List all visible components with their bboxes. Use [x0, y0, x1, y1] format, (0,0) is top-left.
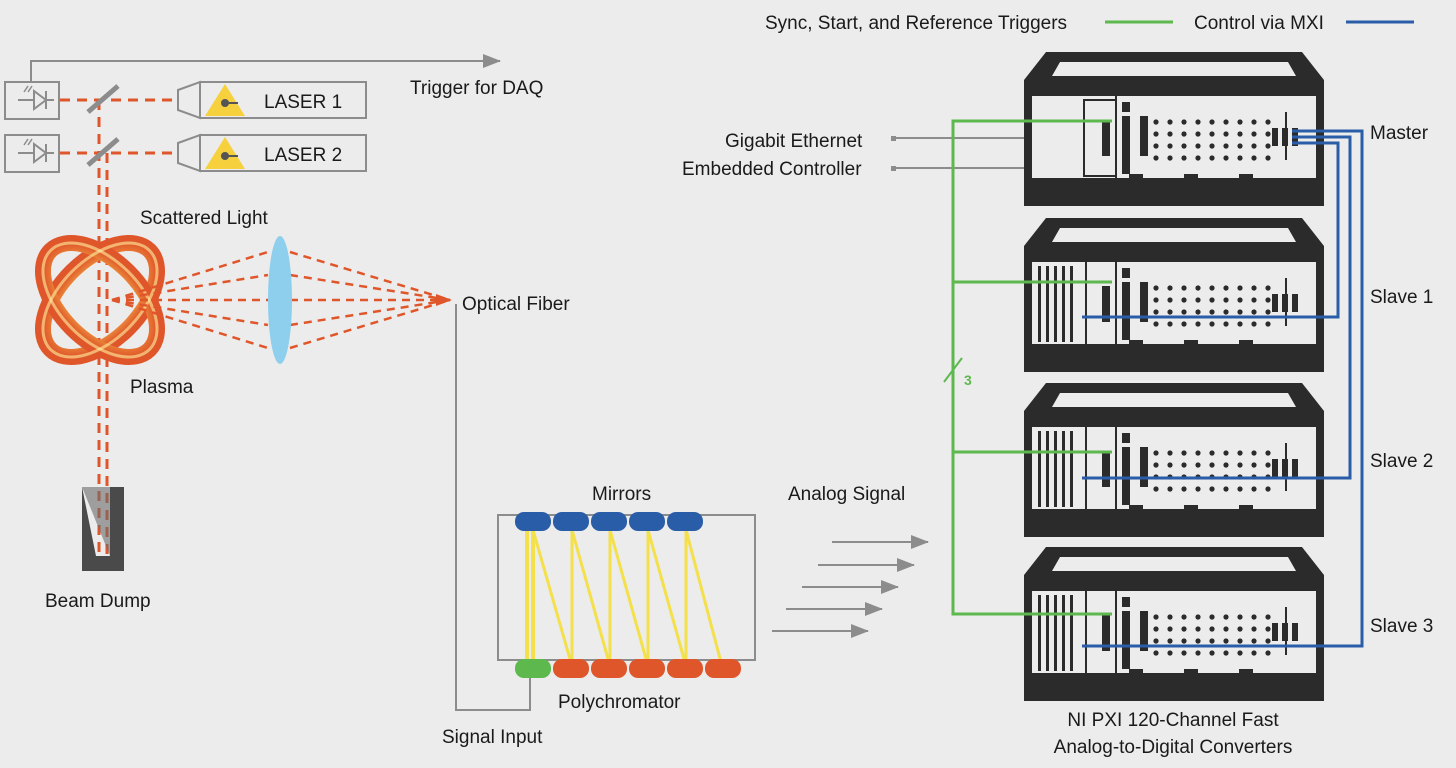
lens: [268, 236, 292, 364]
bus-count-label: 3: [964, 372, 972, 388]
chassis-label-slave-2: Slave 2: [1370, 451, 1433, 472]
trigger-daq-arrow: [30, 54, 501, 84]
optical-fiber-cable: [455, 304, 531, 711]
chassis-slave-1: [1024, 218, 1324, 372]
mirror: [629, 512, 665, 531]
beam-dump-label: Beam Dump: [45, 591, 151, 612]
polychromator-label: Polychromator: [558, 692, 681, 713]
trigger-daq-label: Trigger for DAQ: [410, 78, 543, 99]
caption-line-2: Analog-to-Digital Converters: [1054, 737, 1293, 758]
light-paths: [525, 529, 724, 667]
trigger-bus: [943, 119, 1112, 616]
analog-signal-label: Analog Signal: [788, 484, 905, 505]
chassis-label-master: Master: [1370, 123, 1429, 144]
chassis-label-slave-1: Slave 1: [1370, 287, 1433, 308]
chassis-slave-2: [1024, 383, 1324, 537]
chassis-master: [1024, 52, 1324, 206]
pxi-chassis-stack: [1024, 52, 1324, 701]
detector-row: [553, 659, 741, 678]
beam-splitter-1: [86, 84, 120, 114]
optical-fiber-label: Optical Fiber: [462, 294, 570, 315]
diode-icon: [18, 142, 54, 164]
fiber-input-arrow: [436, 294, 452, 306]
mirror: [553, 512, 589, 531]
polychromator-box: [497, 514, 756, 661]
laser-1: LASER 1: [177, 80, 367, 120]
photodiode-1: [4, 81, 60, 120]
signal-input-port: [515, 659, 551, 678]
mxi-control-lines: [1082, 129, 1364, 648]
detector: [705, 659, 741, 678]
laser-2: LASER 2: [177, 133, 367, 173]
scattered-light-rays: [111, 250, 451, 350]
detector: [591, 659, 627, 678]
detector: [629, 659, 665, 678]
chassis-slave-3: [1024, 547, 1324, 701]
signal-input-label: Signal Input: [442, 727, 543, 748]
beam-splitter-2: [86, 137, 120, 167]
embedded-controller-label: Embedded Controller: [682, 159, 862, 180]
mirrors-label: Mirrors: [592, 484, 651, 505]
chassis-label-slave-3: Slave 3: [1370, 616, 1433, 637]
laser-1-label: LASER 1: [264, 92, 342, 113]
mirror: [515, 512, 551, 531]
gigabit-ethernet-label: Gigabit Ethernet: [725, 131, 863, 152]
caption-line-1: NI PXI 120-Channel Fast: [1067, 710, 1279, 731]
laser-2-label: LASER 2: [264, 145, 342, 166]
analog-signal-arrows: [772, 535, 929, 638]
beam-dump: [82, 487, 124, 571]
legend-control-label: Control via MXI: [1194, 13, 1324, 34]
plasma-label: Plasma: [130, 377, 194, 398]
legend-triggers-label: Sync, Start, and Reference Triggers: [765, 13, 1067, 34]
diode-icon: [18, 89, 54, 111]
plasma: [34, 234, 166, 366]
photodiode-2: [4, 134, 60, 173]
detector: [553, 659, 589, 678]
mirror: [591, 512, 627, 531]
laser-beams: [60, 98, 176, 560]
detector: [667, 659, 703, 678]
mirror-row: [515, 512, 703, 531]
scattered-light-label: Scattered Light: [140, 208, 269, 229]
mirror: [667, 512, 703, 531]
